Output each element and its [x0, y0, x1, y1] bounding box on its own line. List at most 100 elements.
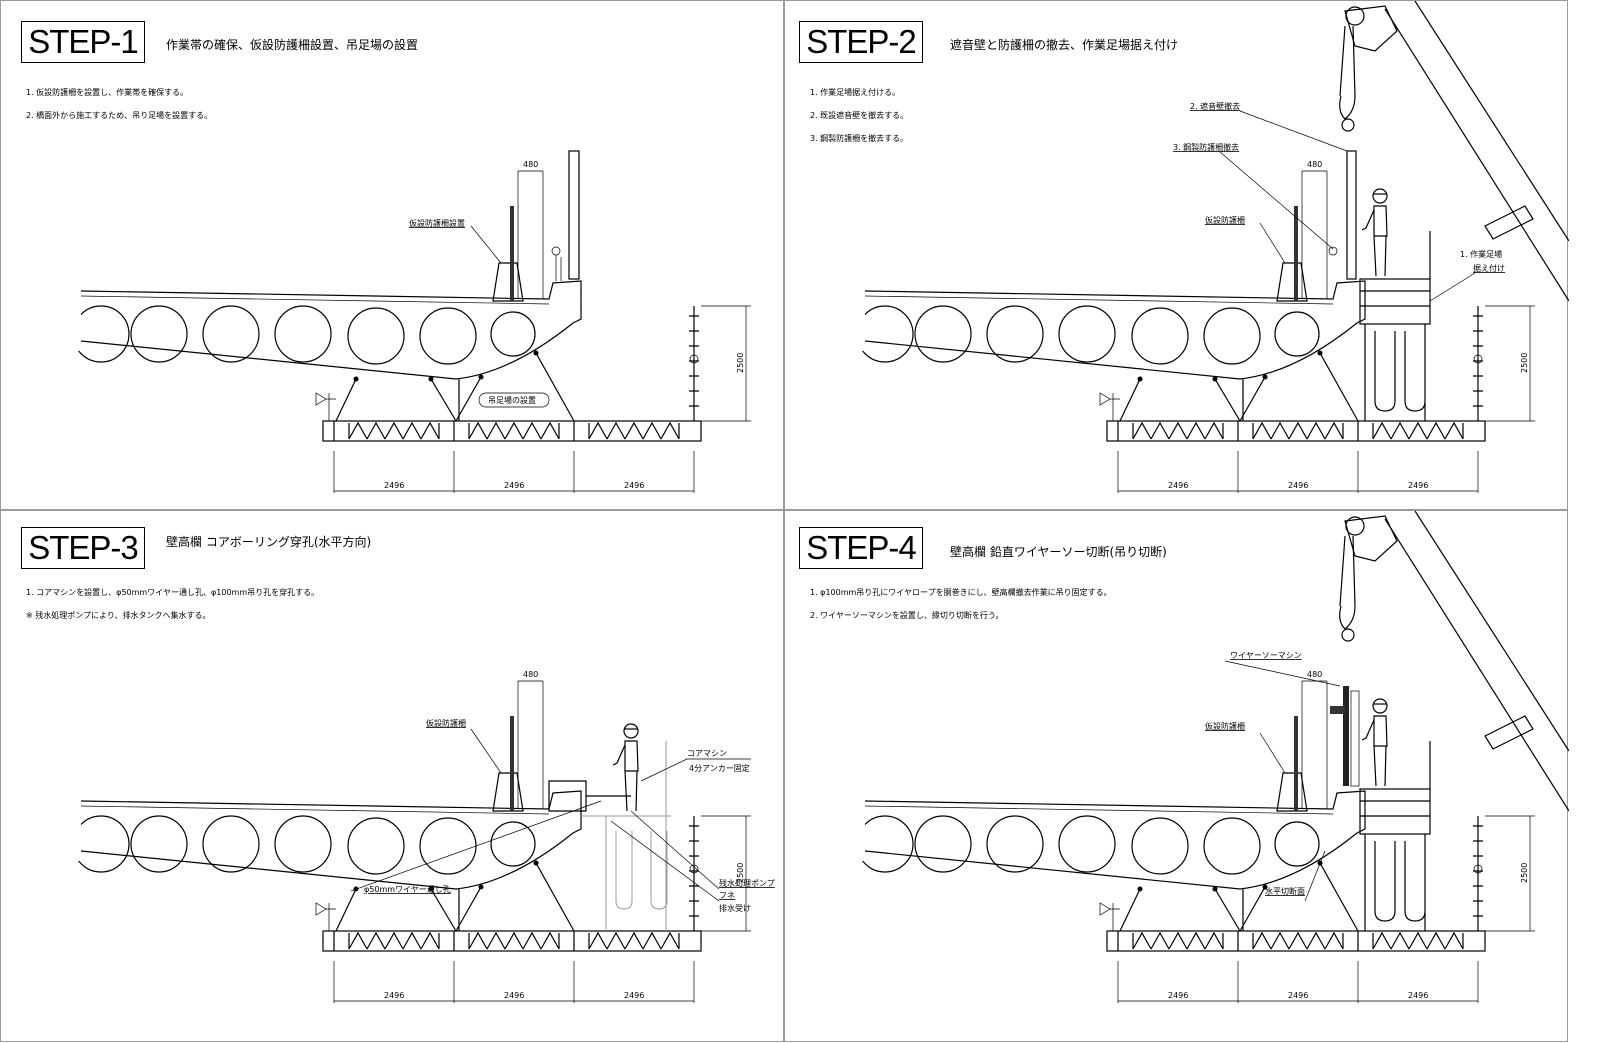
- temporary-barrier: [492, 772, 524, 812]
- callout: フネ: [719, 891, 735, 900]
- void-circle: [1274, 311, 1320, 357]
- void-circle: [72, 305, 130, 363]
- callout: 4分アンカー固定: [689, 763, 750, 773]
- worker-figure: [612, 723, 639, 812]
- void-circle: [914, 305, 972, 363]
- dim-span-label: 2496: [1408, 481, 1428, 490]
- void-circle: [274, 305, 332, 363]
- dim-span-label: 2496: [1168, 481, 1188, 490]
- step-notes: 1. コアマシンを設置し、φ50mmワイヤー通し孔、φ100mm吊り孔を穿孔する…: [26, 581, 319, 627]
- wire-saw-machine: [1343, 686, 1349, 786]
- dim-height: [1485, 305, 1535, 422]
- dim-480: [517, 680, 544, 809]
- hangers: [1119, 352, 1359, 422]
- level-marker: [315, 392, 336, 421]
- callout: 排水受け: [719, 903, 751, 913]
- callout: 吊足場の設置: [488, 395, 536, 405]
- note: 2. 橋面外から施工するため、吊り足場を設置する。: [26, 111, 213, 120]
- void-circle: [274, 815, 332, 873]
- callout: 仮設防護柵: [426, 718, 466, 728]
- void-circle: [72, 815, 130, 873]
- dim-height: [1485, 815, 1535, 932]
- dim-span-label: 2496: [1288, 481, 1308, 490]
- dim-span: [1117, 451, 1479, 493]
- dim-480: [517, 170, 544, 299]
- dim-480-label: 480: [523, 670, 538, 679]
- callout: 2. 遮音壁撤去: [1190, 101, 1240, 111]
- note: 1. 仮設防護柵を設置し、作業帯を確保する。: [26, 88, 189, 97]
- dim-span-label: 2496: [504, 481, 524, 490]
- void-circle: [1058, 305, 1116, 363]
- step-3-panel: STEP-3 壁高欄 コアボーリング穿孔(水平方向) 1. コアマシンを設置し、…: [0, 510, 784, 1042]
- hanging-scaffold: [1106, 420, 1486, 442]
- callout-oval: [478, 392, 550, 408]
- dim-480: [1301, 680, 1328, 809]
- void-circle: [1203, 817, 1261, 875]
- callout: コアマシン: [687, 749, 727, 758]
- dim-span-label: 2496: [624, 481, 644, 490]
- step-title: 壁高欄 コアボーリング穿孔(水平方向): [166, 535, 372, 549]
- dim-span-label: 2496: [504, 991, 524, 1000]
- callout: 残水処理ポンプ: [719, 878, 775, 888]
- level-marker: [1099, 392, 1120, 421]
- void-circle: [419, 307, 477, 365]
- step-label: STEP-1: [21, 21, 145, 63]
- hanging-scaffold: [1106, 930, 1486, 952]
- core-machine: [548, 780, 631, 812]
- worker-figure: [1361, 698, 1388, 787]
- dim-height-label: 2500: [1520, 863, 1529, 883]
- void-circle: [986, 815, 1044, 873]
- work-platform: [1359, 741, 1431, 931]
- callout: 仮設防護柵: [1205, 721, 1245, 731]
- callout: 仮設防護柵: [1205, 215, 1245, 225]
- void-circle: [347, 817, 405, 875]
- callout: φ50mmワイヤー通し孔: [364, 884, 451, 894]
- callout: ワイヤーソーマシン: [1230, 651, 1302, 660]
- callout: 1. 作業足場: [1460, 249, 1502, 259]
- sound-wall: [1346, 150, 1357, 280]
- void-circle: [130, 815, 188, 873]
- dim-span: [333, 451, 695, 493]
- step-1-panel: STEP-1 作業帯の確保、仮設防護柵設置、吊足場の設置 1. 仮設防護柵を設置…: [0, 0, 784, 510]
- temporary-barrier: [1276, 772, 1308, 812]
- note: ※ 残水処理ポンプにより、排水タンクへ集水する。: [26, 611, 211, 620]
- hanging-scaffold: [322, 930, 702, 952]
- step-4-panel: STEP-4 壁高欄 鉛直ワイヤーソー切断(吊り切断) 1. φ100mm吊り孔…: [784, 510, 1569, 1042]
- void-circle: [490, 821, 536, 867]
- note: 3. 鋼製防護柵を撤去する。: [810, 134, 909, 143]
- dim-span-label: 2496: [1288, 991, 1308, 1000]
- void-circle: [202, 305, 260, 363]
- note: 1. 作業足場据え付ける。: [810, 88, 901, 97]
- void-circle: [1058, 815, 1116, 873]
- step-notes: 1. 作業足場据え付ける。 2. 既設遮音壁を撤去する。 3. 鋼製防護柵を撤去…: [810, 81, 908, 150]
- step-2-panel: STEP-2 遮音壁と防護柵の撤去、作業足場据え付け 1. 作業足場据え付ける。…: [784, 0, 1569, 510]
- dim-height-label: 2500: [736, 863, 745, 883]
- bridge-deck: [864, 790, 1366, 890]
- dim-span: [333, 961, 695, 1003]
- void-circle: [856, 815, 914, 873]
- crane: [1339, 1, 1569, 302]
- note: 2. 既設遮音壁を撤去する。: [810, 111, 909, 120]
- temporary-barrier: [1276, 262, 1308, 302]
- hanging-scaffold: [322, 420, 702, 442]
- dim-480-label: 480: [1307, 670, 1322, 679]
- hangers: [1119, 862, 1359, 932]
- void-circle: [1131, 817, 1189, 875]
- bridge-deck: [80, 790, 582, 890]
- dim-span-label: 2496: [1408, 991, 1428, 1000]
- dim-span-label: 2496: [624, 991, 644, 1000]
- callout: 据え付け: [1473, 263, 1505, 273]
- note: 2. ワイヤーソーマシンを設置し、縁切り切断を行う。: [810, 611, 1004, 620]
- worker-figure: [1361, 188, 1388, 277]
- step-notes: 1. φ100mm吊り孔にワイヤロープを胴巻きにし、壁高欄撤去作業に吊り固定する…: [810, 581, 1112, 627]
- scaffold-pole: [1473, 816, 1483, 931]
- step-label: STEP-4: [799, 527, 923, 569]
- dim-height: [701, 815, 751, 932]
- dim-480-label: 480: [523, 160, 538, 169]
- note: 1. コアマシンを設置し、φ50mmワイヤー通し孔、φ100mm吊り孔を穿孔する…: [26, 588, 320, 597]
- void-circle: [986, 305, 1044, 363]
